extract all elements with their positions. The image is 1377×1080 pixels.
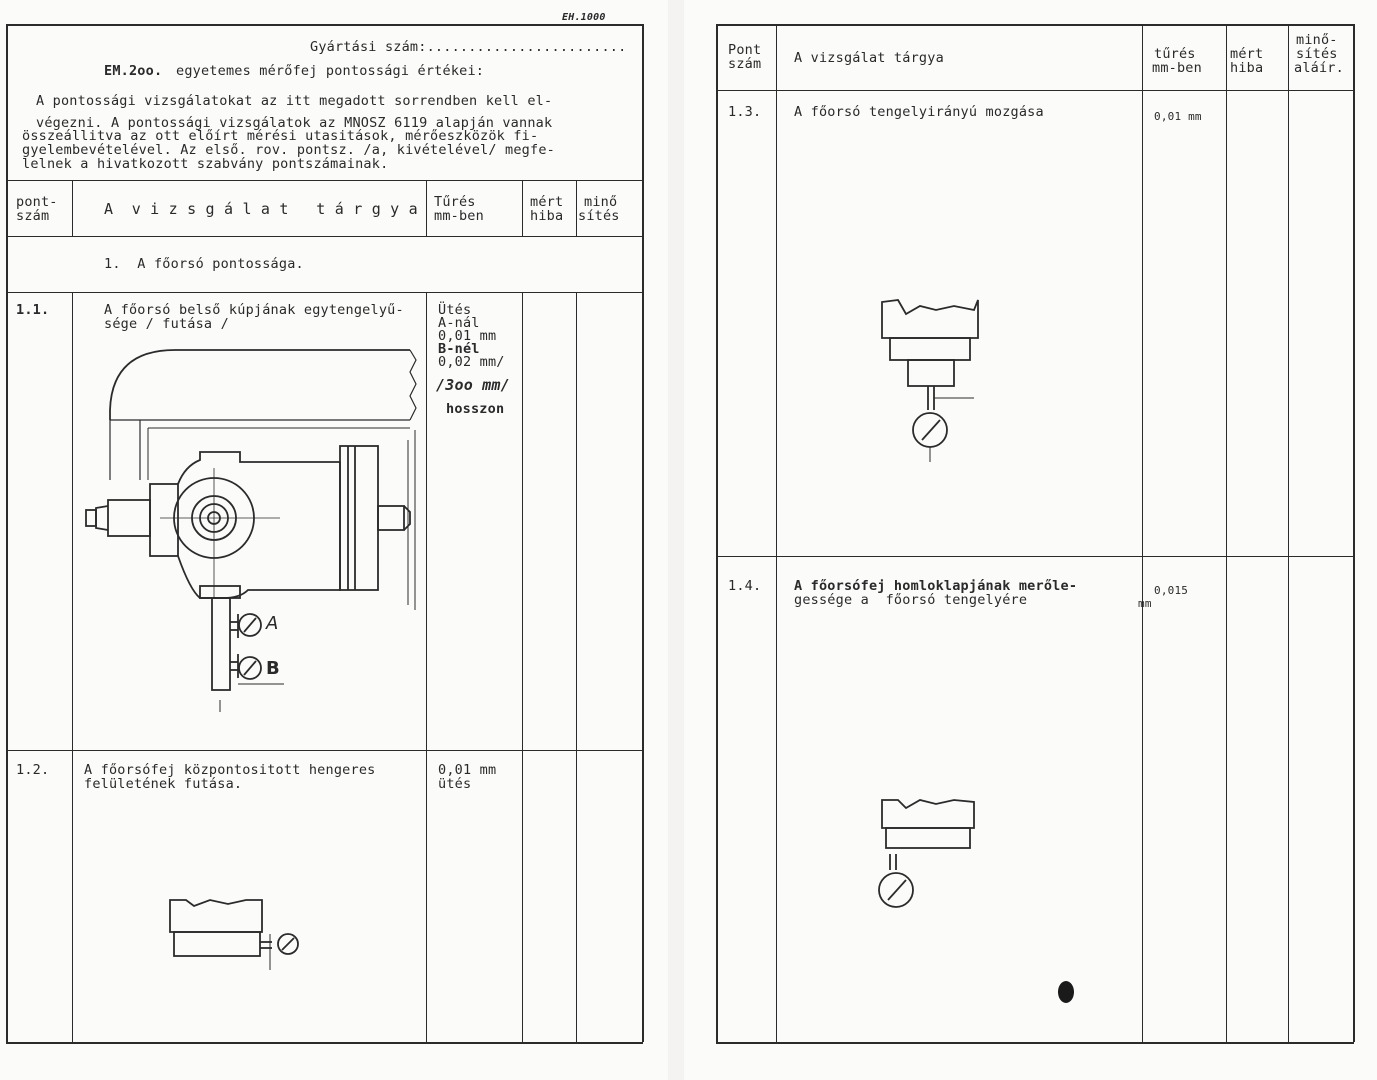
row-tolerance: 0,01 mm <box>438 762 497 778</box>
header-measured: hiba <box>530 208 564 224</box>
header-point: szám <box>728 56 762 72</box>
section-title: 1. A főorsó pontossága. <box>104 256 304 272</box>
row-tolerance: ütés <box>438 776 472 792</box>
header-rating: sítés <box>578 208 620 224</box>
row-number: 1.2. <box>16 762 50 778</box>
intro-line: A pontossági vizsgálatokat az itt megado… <box>36 93 553 109</box>
header-rating: sítés <box>1296 46 1338 62</box>
heading-code: EM.2oo. <box>104 63 163 79</box>
row-description: gessége a főorsó tengelyére <box>794 592 1028 608</box>
heading-text: egyetemes mérőfej pontossági értékei: <box>176 63 485 79</box>
header-subject: A v i z s g á l a t t á r g y a <box>104 200 418 218</box>
cylindrical-runout-drawing <box>169 899 299 970</box>
row-tolerance: 0,01 mm <box>1154 110 1202 123</box>
row-description: felületének futása. <box>84 776 243 792</box>
row-tolerance: mm <box>1138 597 1152 610</box>
gauge-label-b: B <box>266 658 280 679</box>
row-description: A főorsó tengelyirányú mozgása <box>794 104 1044 120</box>
intro-line: végezni. A pontossági vizsgálatok az MNO… <box>36 115 553 131</box>
header-rating: minő <box>584 194 618 210</box>
row-description: sége / futása / <box>104 316 229 332</box>
header-point: szám <box>16 208 50 224</box>
header-subject: A vizsgálat tárgya <box>794 50 944 66</box>
row-number: 1.1. <box>16 302 50 318</box>
axial-movement-drawing <box>881 299 979 462</box>
row-tolerance: 0,015 <box>1154 584 1189 597</box>
header-measured: mért <box>530 194 564 210</box>
top-mark: EH.1000 <box>562 12 606 23</box>
header-rating: minő- <box>1296 32 1338 48</box>
row-number: 1.3. <box>728 104 762 120</box>
header-tolerance: mm-ben <box>434 208 484 224</box>
header-tolerance: Tűrés <box>434 194 476 210</box>
row-description: A főorsó belső kúpjának egytengelyű- <box>104 302 404 318</box>
row-description: A főorsófej homloklapjának merőle- <box>794 578 1078 594</box>
header-tolerance: mm-ben <box>1152 60 1202 76</box>
face-perpendicularity-drawing <box>878 799 1074 1003</box>
intro-line: összeállitva az ott előírt mérési utasit… <box>22 128 539 144</box>
right-sheet: Pont szám A vizsgálat tárgya tűrés mm-be… <box>684 0 1377 1080</box>
intro-line: lelnek a hivatkozott szabvány pontszámai… <box>22 156 389 172</box>
header-tolerance: tűrés <box>1154 46 1196 62</box>
spindle-head-drawing <box>85 349 417 712</box>
serial-number-label: Gyártási szám:........................ <box>310 39 627 55</box>
header-measured: hiba <box>1230 60 1264 76</box>
header-measured: mért <box>1230 46 1264 62</box>
left-sheet: EH.1000 Gyártási szám:..................… <box>0 0 668 1080</box>
row-description: A főorsófej központositott hengeres <box>84 762 376 778</box>
header-point: pont- <box>16 194 58 210</box>
header-point: Pont <box>728 42 762 58</box>
row-number: 1.4. <box>728 578 762 594</box>
gauge-label-a: A <box>266 613 279 634</box>
header-rating: aláír. <box>1294 60 1344 76</box>
intro-line: gyelembevételével. Az első. rov. pontsz.… <box>22 142 555 158</box>
